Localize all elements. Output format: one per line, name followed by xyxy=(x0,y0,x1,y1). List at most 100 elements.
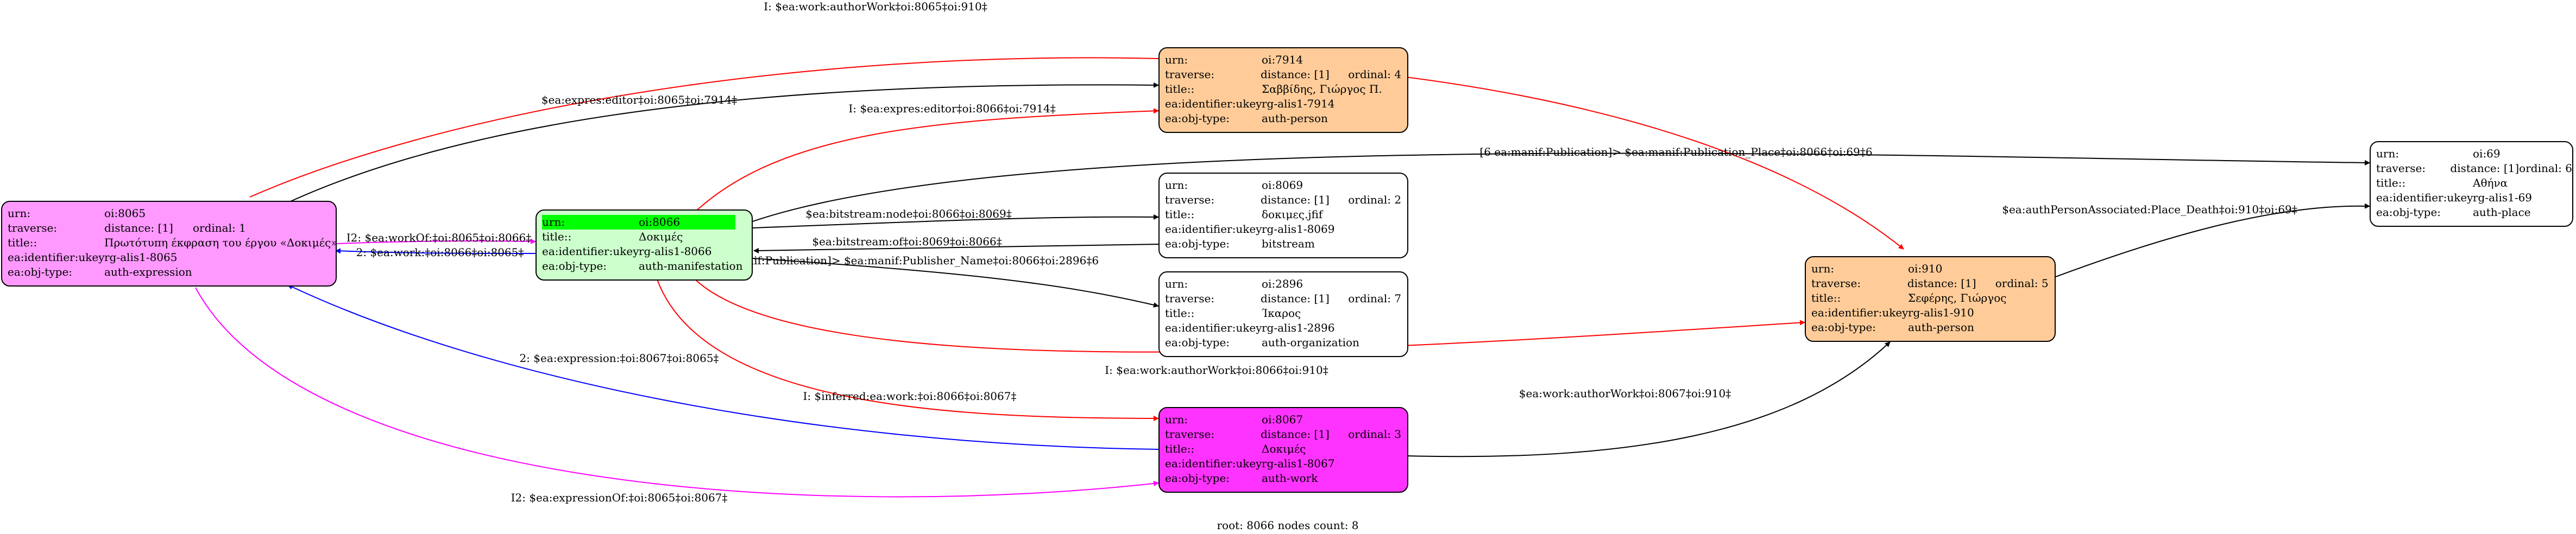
field-key: traverse: xyxy=(1165,193,1215,206)
field-value: Σεφέρης, Γιώργος xyxy=(1908,291,2007,304)
field-key: ea:obj-type: xyxy=(542,259,607,272)
node-field-row: urn:oi:8066 xyxy=(542,215,735,230)
field-value: auth-person xyxy=(1908,321,1974,334)
edge-e4 xyxy=(749,152,2370,223)
field-key: ea:obj-type: xyxy=(1165,472,1230,485)
field-value: oi:69 xyxy=(2473,147,2501,160)
field-ordinal: ordinal: 2 xyxy=(1348,193,1402,206)
field-key: ea:obj-type: xyxy=(2376,206,2441,219)
node-field-row: title::Αθήνα xyxy=(2376,176,2572,190)
field-value: distance: [1] xyxy=(1261,68,1330,81)
field-ordinal: ordinal: 4 xyxy=(1348,68,1402,81)
edge-e6 xyxy=(753,244,1159,253)
node-field-row: ea:obj-type: auth-person xyxy=(1165,111,1407,126)
field-key: traverse: xyxy=(1811,277,1861,290)
edge-label: $ea:bitstream:node‡oi:8066‡oi:8069‡ xyxy=(805,207,1012,220)
edge-e2 xyxy=(282,82,1159,206)
edge-label: I: $ea:work:authorWork‡oi:8066‡oi:910‡ xyxy=(1105,364,1328,377)
footer-caption: root: 8066 nodes count: 8 xyxy=(1217,519,1359,532)
node-field-row: ea:obj-type:bitstream xyxy=(1165,237,1407,251)
field-key: ea:identifier:ukey xyxy=(1165,223,1262,236)
field-value: distance: [1] xyxy=(1261,292,1330,305)
field-ordinal: ordinal: 6 xyxy=(2519,162,2572,175)
field-key: ea:identifier:ukey xyxy=(1165,457,1262,470)
field-value: Πρωτότυπη έκφραση του έργου «Δοκιμές» xyxy=(104,236,338,249)
node-field-row: urn:oi:8069 xyxy=(1165,178,1407,193)
edge-e9 xyxy=(335,248,536,254)
edge-label: [6 ea:manif:Publication]> $ea:manif:Publ… xyxy=(698,254,1099,267)
field-value: oi:910 xyxy=(1908,262,1943,275)
field-key: title:: xyxy=(1165,82,1195,96)
field-value: Δοκιμές xyxy=(639,230,683,243)
field-key: ea:obj-type: xyxy=(8,265,73,278)
field-key: urn: xyxy=(1165,277,1188,290)
field-value: Ίκαρος xyxy=(1262,307,1301,320)
node-field-row: ea:obj-type:auth-work xyxy=(1165,471,1407,486)
field-key: ea:identifier:ukey xyxy=(8,251,105,264)
edge-label: I2: $ea:workOf:‡oi:8065‡oi:8066‡ xyxy=(346,231,532,244)
field-key: title:: xyxy=(542,230,572,243)
node-field-row: urn:oi:8067 xyxy=(1165,412,1407,427)
field-key: ea:obj-type: xyxy=(1165,336,1230,349)
field-value: auth-place xyxy=(2473,206,2531,219)
edge-e7 xyxy=(752,258,1159,308)
node-field-row: title::δοκιμες.jfif xyxy=(1165,207,1407,222)
node-field-row: traverse:distance: [1]ordinal: 5 xyxy=(1811,276,2055,291)
field-value: auth-expression xyxy=(104,265,192,278)
node-field-row: urn: oi:69 xyxy=(2376,147,2572,161)
field-key: urn: xyxy=(1165,179,1188,192)
field-value: auth-person xyxy=(1262,112,1328,125)
field-key: ea:identifier:ukey xyxy=(1165,97,1262,110)
field-value: oi:8065 xyxy=(104,207,146,220)
field-value: Αθήνα xyxy=(2473,176,2508,189)
field-value: oi:2896 xyxy=(1262,277,1303,290)
field-key: ea:obj-type: xyxy=(1811,321,1876,334)
edge-e10 xyxy=(287,284,1159,450)
field-ordinal: ordinal: 3 xyxy=(1348,428,1402,441)
edge-e14 xyxy=(1406,341,1891,457)
field-value: distance: [1] xyxy=(1261,428,1330,441)
node-field-row: title::Πρωτότυπη έκφραση του έργου «Δοκι… xyxy=(8,236,338,250)
field-key: traverse: xyxy=(1165,292,1215,305)
field-key: traverse: xyxy=(1165,428,1215,441)
field-value: rg-alis1-8066 xyxy=(639,245,712,258)
field-key: title:: xyxy=(1165,208,1195,221)
field-value: δοκιμες.jfif xyxy=(1262,208,1323,221)
edge-label: I: $inferred:ea:work:‡oi:8066‡oi:8067‡ xyxy=(803,390,1017,403)
node-field-row: urn:oi:7914 xyxy=(1165,53,1407,67)
field-key: urn: xyxy=(542,215,565,228)
field-ordinal: ordinal: 5 xyxy=(1995,277,2049,290)
node-field-row: traverse: distance: [1] ordinal: 3 xyxy=(1165,427,1407,442)
field-key: ea:identifier:ukey xyxy=(1811,306,1909,319)
field-value: rg-alis1-8065 xyxy=(104,251,178,264)
node-field-row: ea:obj-type: auth-manifestation xyxy=(542,259,752,274)
node-field-row: title::Σεφέρης, Γιώργος xyxy=(1811,291,2055,306)
field-key: ea:obj-type: xyxy=(1165,112,1230,125)
edge-label: I: $ea:work:authorWork‡oi:8065‡oi:910‡ xyxy=(764,0,987,13)
field-value: oi:8067 xyxy=(1262,413,1303,426)
field-key: urn: xyxy=(1811,262,1835,275)
node-field-row: traverse:distance: [1]ordinal: 4 xyxy=(1165,67,1407,82)
field-key: title:: xyxy=(1165,442,1195,455)
field-value: auth-manifestation xyxy=(639,259,743,272)
edge-label: $ea:authPersonAssociated:Place_Death‡oi:… xyxy=(2002,203,2297,216)
edge-label: $ea:work:authorWork‡oi:8067‡oi:910‡ xyxy=(1519,387,1731,400)
field-key: title:: xyxy=(8,236,37,249)
field-key: urn: xyxy=(2376,147,2399,160)
edge-e1 xyxy=(249,57,1904,250)
field-value: auth-organization xyxy=(1262,336,1359,349)
edge-e5 xyxy=(752,214,1159,228)
